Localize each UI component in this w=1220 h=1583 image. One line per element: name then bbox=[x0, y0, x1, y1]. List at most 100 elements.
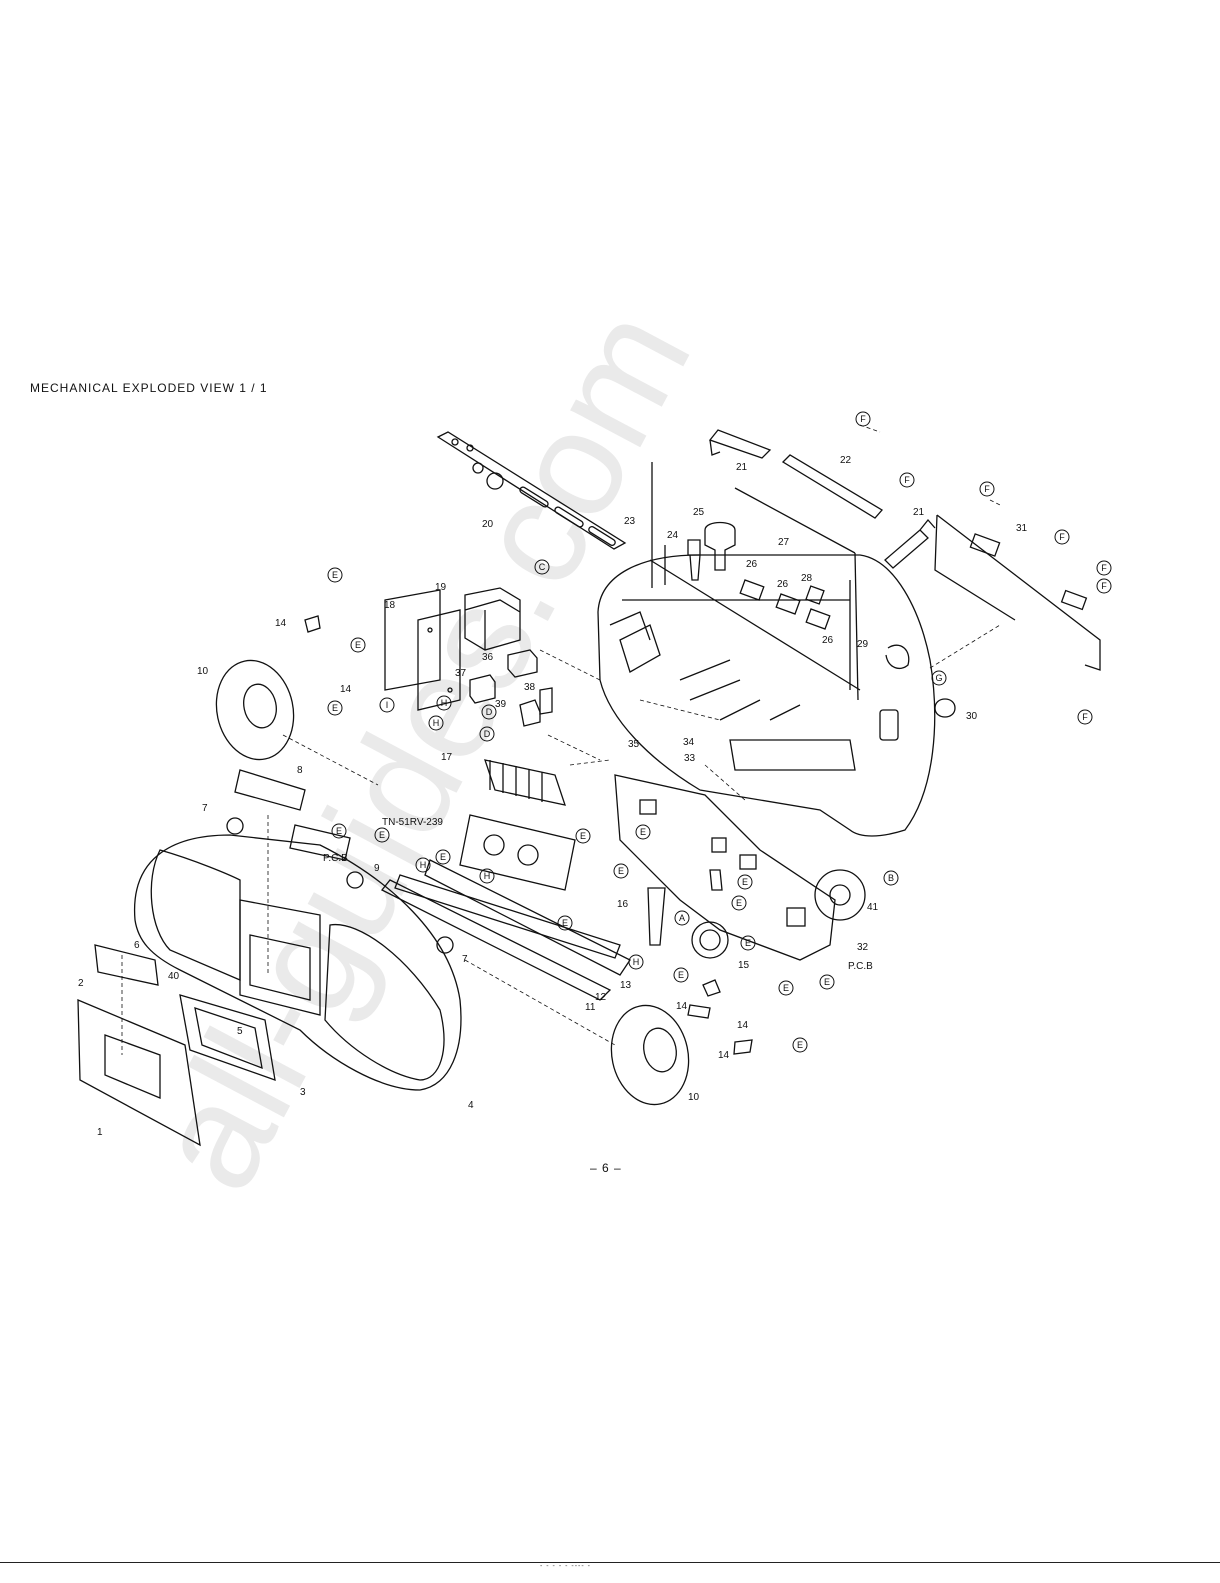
part-label: 26 bbox=[746, 559, 758, 570]
part-label: 21 bbox=[736, 462, 748, 473]
screw-marker: E bbox=[435, 849, 451, 865]
svg-text:B: B bbox=[888, 873, 894, 883]
svg-text:F: F bbox=[1101, 563, 1107, 573]
part-label: 1 bbox=[97, 1127, 103, 1138]
screw-marker: E bbox=[374, 827, 390, 843]
part-label: 13 bbox=[620, 980, 632, 991]
part-label: 28 bbox=[801, 573, 813, 584]
part-label: 31 bbox=[1016, 523, 1028, 534]
screw-marker: E bbox=[350, 637, 366, 653]
part-label: 14 bbox=[340, 684, 352, 695]
part-label: 37 bbox=[455, 668, 467, 679]
screw-marker: F bbox=[855, 411, 871, 427]
svg-text:H: H bbox=[633, 957, 640, 967]
screw-markers: C E E E I H H D D E E E H E H E E E E E … bbox=[327, 411, 1112, 1053]
screw-marker: H bbox=[436, 695, 452, 711]
parts-drawing bbox=[77, 424, 1101, 1147]
screw-marker: E bbox=[331, 823, 347, 839]
part-label: 11 bbox=[585, 1002, 596, 1013]
footer-fragment: - - - - - ---- - bbox=[540, 1563, 591, 1570]
svg-text:E: E bbox=[618, 866, 624, 876]
screw-marker: E bbox=[575, 828, 591, 844]
part-label: 22 bbox=[840, 455, 852, 466]
svg-text:E: E bbox=[336, 826, 342, 836]
pcb-label: P.C.B bbox=[848, 961, 873, 972]
part-label: 39 bbox=[495, 699, 507, 710]
svg-text:H: H bbox=[484, 871, 491, 881]
svg-text:F: F bbox=[904, 475, 910, 485]
screw-marker: F bbox=[899, 472, 915, 488]
pcb-label: P.C.B bbox=[323, 853, 348, 864]
svg-text:E: E bbox=[355, 640, 361, 650]
part-label: 21 bbox=[913, 507, 925, 518]
screw-marker: E bbox=[327, 700, 343, 716]
screw-marker: E bbox=[792, 1037, 808, 1053]
svg-text:E: E bbox=[440, 852, 446, 862]
screw-marker: A bbox=[674, 910, 690, 926]
part-label: 41 bbox=[867, 902, 879, 913]
part-label: 35 bbox=[628, 739, 640, 750]
screw-marker: H bbox=[428, 715, 444, 731]
part-label: 7 bbox=[462, 954, 468, 965]
svg-text:D: D bbox=[486, 707, 493, 717]
screw-marker: F bbox=[1096, 560, 1112, 576]
svg-text:E: E bbox=[562, 918, 568, 928]
screw-marker: F bbox=[1054, 529, 1070, 545]
svg-text:E: E bbox=[797, 1040, 803, 1050]
screw-marker: E bbox=[819, 974, 835, 990]
screw-marker: E bbox=[737, 874, 753, 890]
svg-text:E: E bbox=[678, 970, 684, 980]
svg-text:H: H bbox=[420, 860, 427, 870]
part-label: 25 bbox=[693, 507, 705, 518]
screw-marker: I bbox=[379, 697, 395, 713]
screw-marker: F bbox=[1077, 709, 1093, 725]
svg-text:E: E bbox=[379, 830, 385, 840]
part-label: 14 bbox=[737, 1020, 749, 1031]
screw-marker: D bbox=[479, 726, 495, 742]
part-label: 27 bbox=[778, 537, 790, 548]
svg-text:E: E bbox=[783, 983, 789, 993]
svg-text:E: E bbox=[745, 938, 751, 948]
part-label: 29 bbox=[857, 639, 869, 650]
part-label: 8 bbox=[297, 765, 303, 776]
part-label: 18 bbox=[384, 600, 396, 611]
part-label: 24 bbox=[667, 530, 679, 541]
part-label: 10 bbox=[688, 1092, 700, 1103]
part-label: 14 bbox=[718, 1050, 730, 1061]
part-label: 7 bbox=[202, 803, 208, 814]
page-number: – 6 – bbox=[590, 1161, 622, 1175]
screw-marker: H bbox=[628, 954, 644, 970]
part-label: 17 bbox=[441, 752, 453, 763]
part-label: 12 bbox=[595, 992, 607, 1003]
part-label: 5 bbox=[237, 1026, 243, 1037]
screw-marker: E bbox=[740, 935, 756, 951]
screw-marker: C bbox=[534, 559, 550, 575]
screw-marker: B bbox=[883, 870, 899, 886]
screw-marker: E bbox=[327, 567, 343, 583]
part-label: 26 bbox=[822, 635, 834, 646]
svg-text:E: E bbox=[640, 827, 646, 837]
screw-marker: E bbox=[613, 863, 629, 879]
screw-marker: E bbox=[731, 895, 747, 911]
screw-marker: F bbox=[1096, 578, 1112, 594]
part-label: 10 bbox=[197, 666, 209, 677]
part-label: 34 bbox=[683, 737, 695, 748]
screw-marker: H bbox=[479, 868, 495, 884]
part-label: 23 bbox=[624, 516, 636, 527]
svg-text:H: H bbox=[433, 718, 440, 728]
screw-marker: F bbox=[979, 481, 995, 497]
svg-text:D: D bbox=[484, 729, 491, 739]
screw-marker: G bbox=[931, 670, 947, 686]
svg-text:E: E bbox=[580, 831, 586, 841]
svg-text:A: A bbox=[679, 913, 685, 923]
part-label: 14 bbox=[676, 1001, 688, 1012]
svg-text:I: I bbox=[386, 700, 389, 710]
page-title: MECHANICAL EXPLODED VIEW 1 / 1 bbox=[30, 381, 268, 395]
part-number-labels: 1 2 3 4 5 6 7 7 8 9 10 10 11 12 13 14 14… bbox=[78, 455, 1028, 1138]
svg-text:F: F bbox=[1101, 581, 1107, 591]
part-label: 26 bbox=[777, 579, 789, 590]
screw-marker: H bbox=[415, 857, 431, 873]
part-label: 40 bbox=[168, 971, 180, 982]
screw-marker: E bbox=[778, 980, 794, 996]
